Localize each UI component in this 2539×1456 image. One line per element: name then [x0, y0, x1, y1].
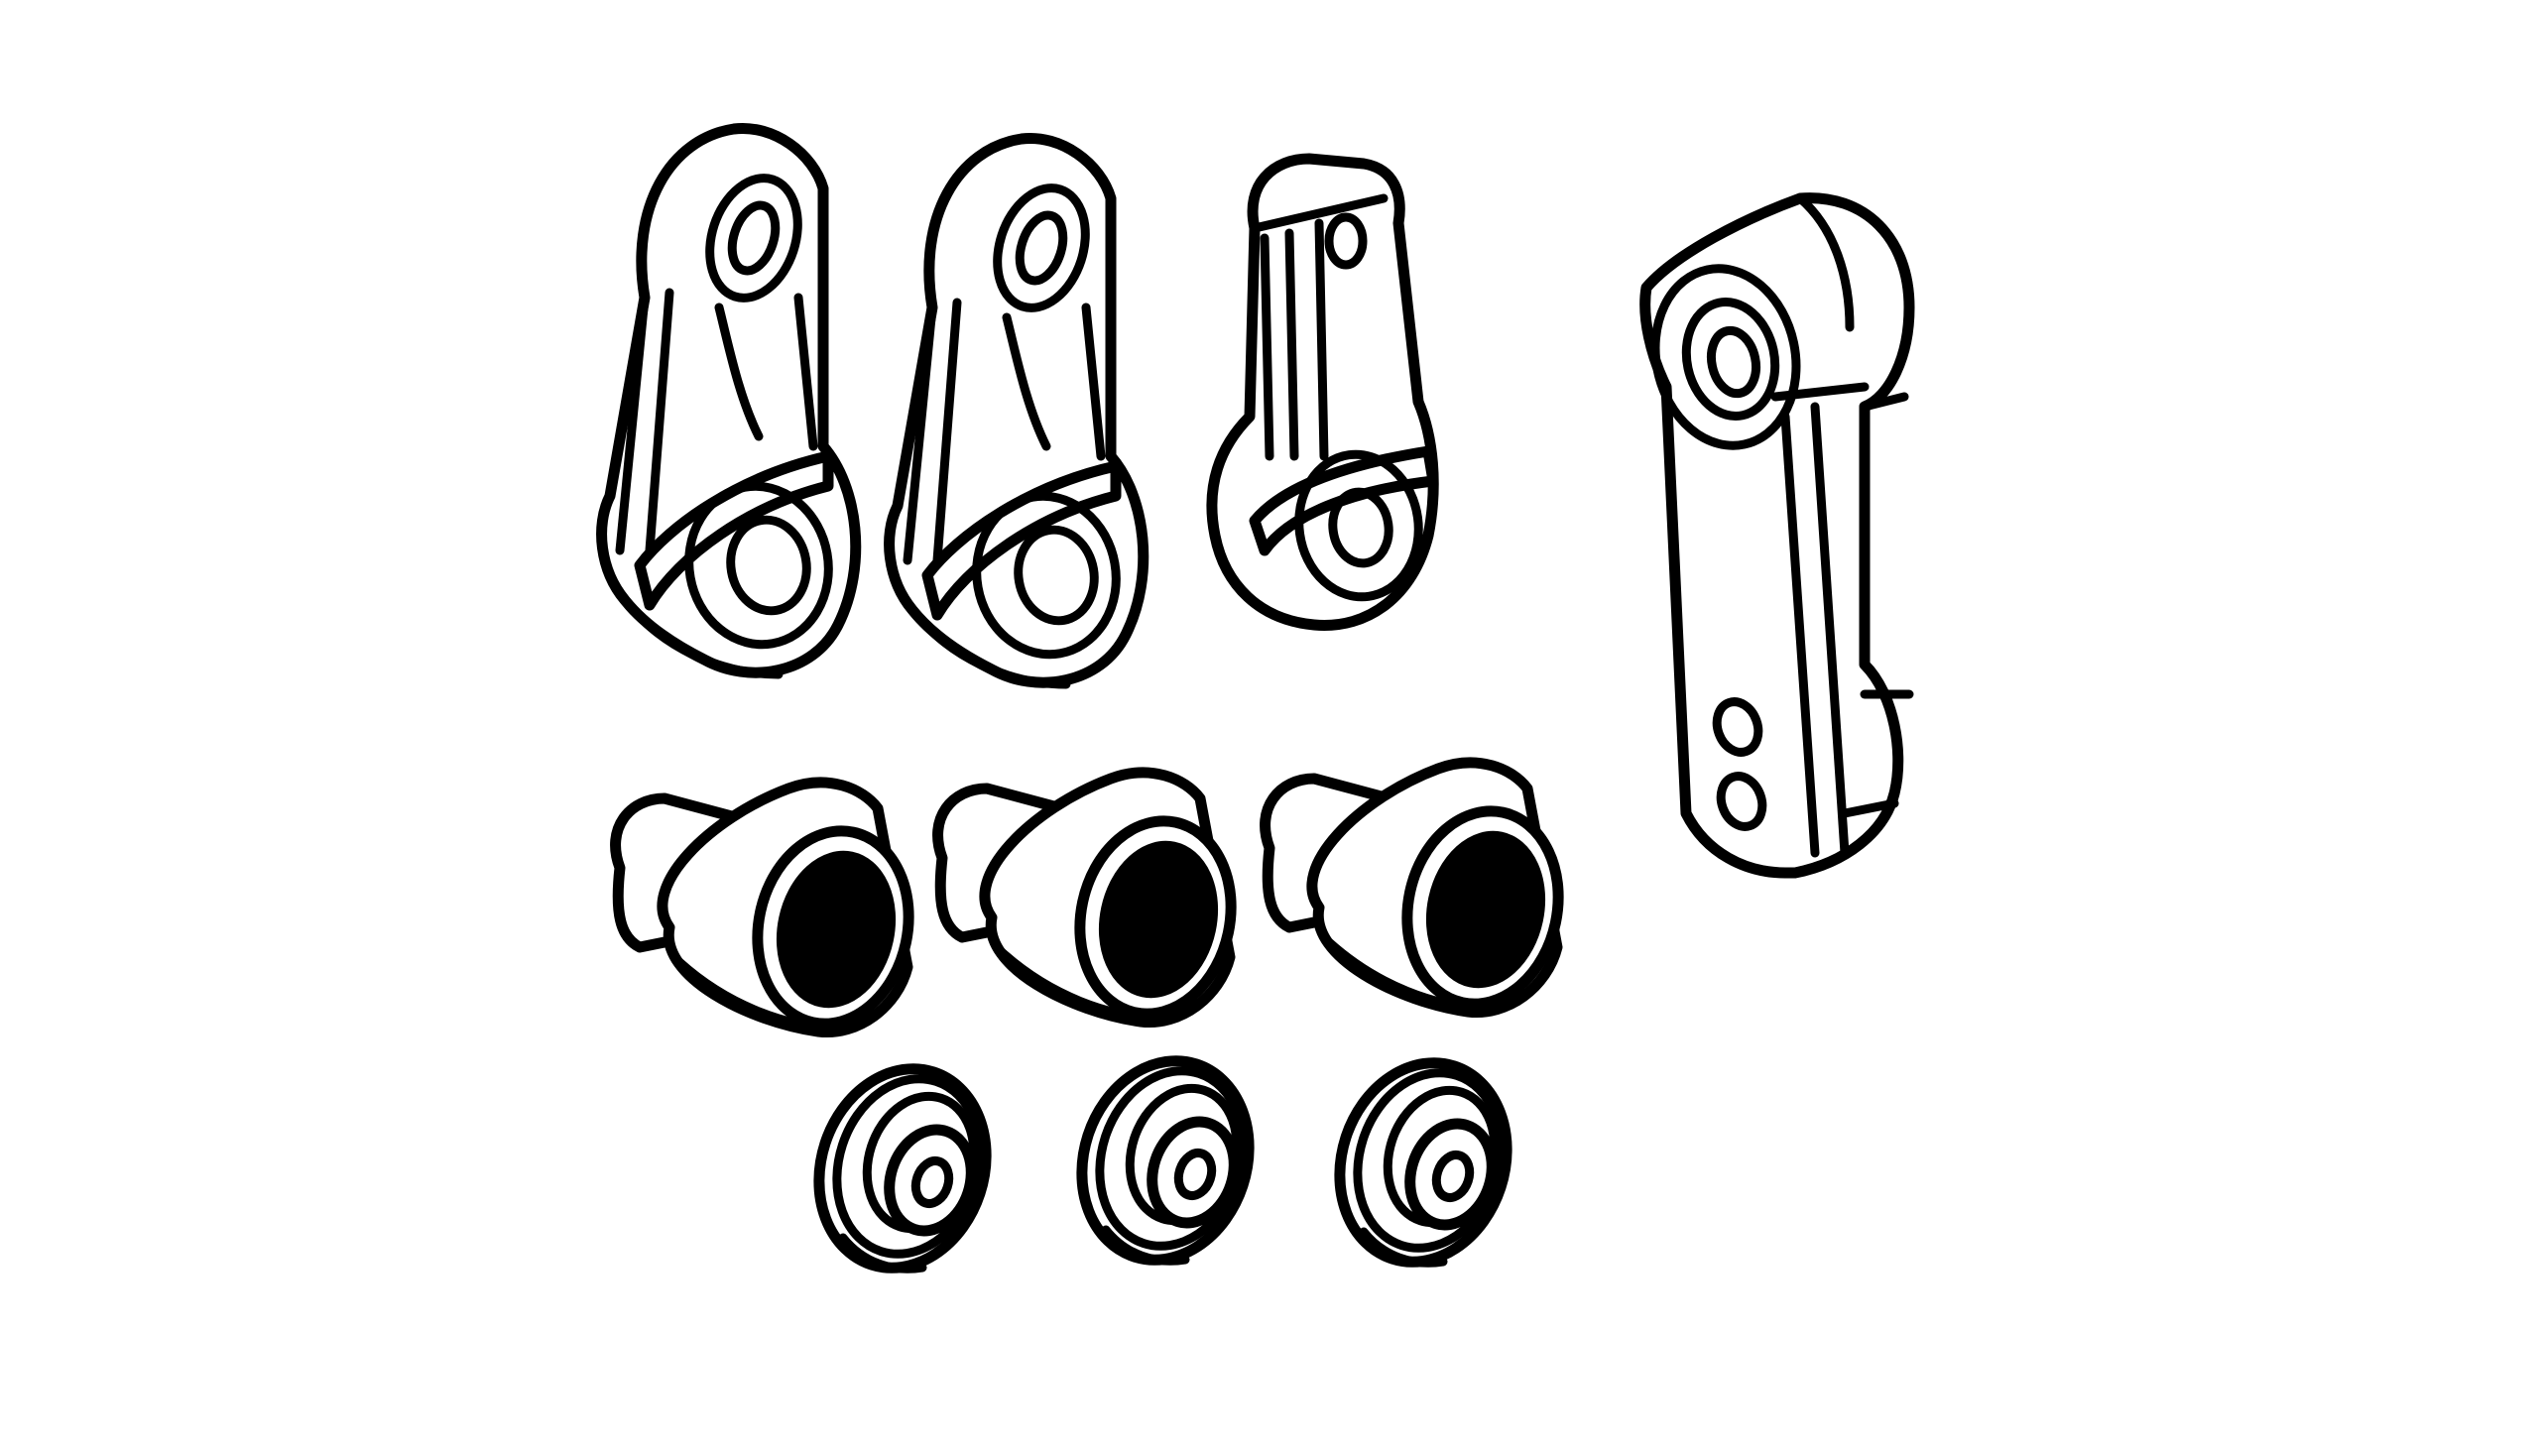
- servo-arm-middle: [890, 138, 1144, 684]
- washer-bushing-left: [793, 1047, 1011, 1290]
- washer-bushing-right: [1314, 1041, 1531, 1284]
- washer-bushing-middle: [1056, 1039, 1273, 1282]
- steering-crank-arm: [1639, 192, 1915, 879]
- flanged-collar-middle: [938, 773, 1249, 1029]
- flanged-collar-left: [616, 783, 926, 1038]
- servo-arm-left: [602, 128, 856, 674]
- servo-arm-right: [1206, 153, 1439, 631]
- flanged-collar-right: [1266, 763, 1576, 1019]
